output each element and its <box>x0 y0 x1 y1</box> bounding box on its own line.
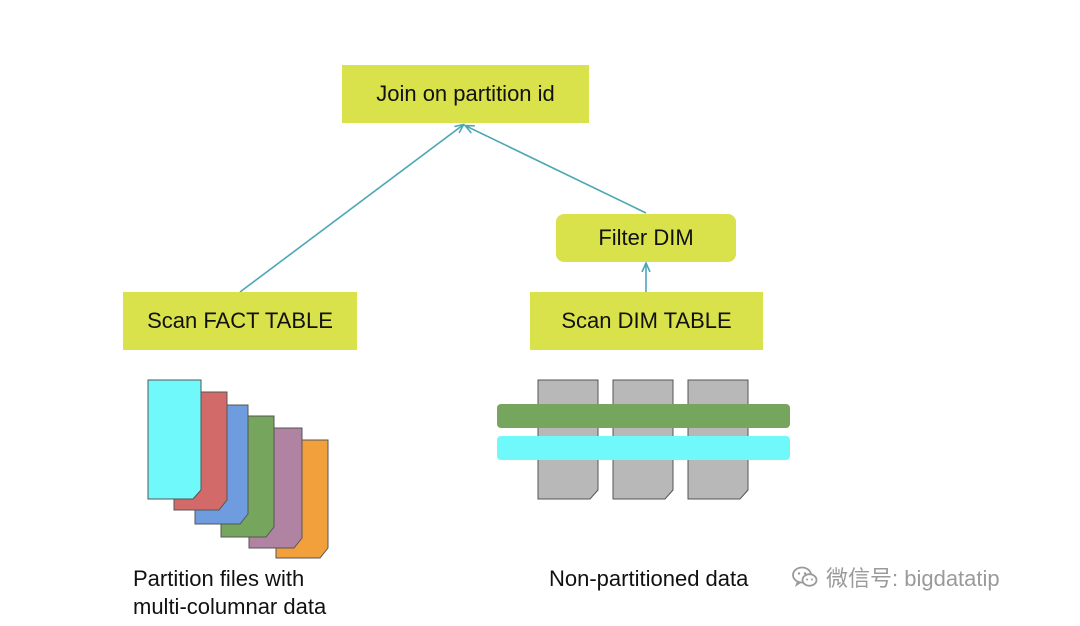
join-node: Join on partition id <box>342 65 589 123</box>
wechat-icon <box>792 566 818 588</box>
join-node-label: Join on partition id <box>376 81 555 106</box>
filter-dim-node-label: Filter DIM <box>598 225 694 250</box>
scan-dim-node-label: Scan DIM TABLE <box>561 308 732 333</box>
fact-caption: Partition files with multi-columnar data <box>133 565 326 621</box>
partition-file-cyan <box>147 379 202 500</box>
partition-files-stack <box>147 379 329 559</box>
scan-dim-node: Scan DIM TABLE <box>530 292 763 350</box>
arrow-fact-to-join <box>239 125 463 293</box>
fact-caption-line2: multi-columnar data <box>133 594 327 619</box>
dim-caption: Non-partitioned data <box>549 566 749 591</box>
dim-row-band-green <box>497 404 790 428</box>
scan-fact-node: Scan FACT TABLE <box>123 292 357 350</box>
watermark-text: 微信号: bigdatatip <box>826 566 1000 591</box>
dim-row-band-cyan <box>497 436 790 460</box>
filter-dim-node: Filter DIM <box>556 214 736 262</box>
watermark: 微信号: bigdatatip <box>790 562 1000 592</box>
fact-caption-line1: Partition files with <box>133 566 305 591</box>
arrow-filter-to-join <box>466 126 647 214</box>
scan-fact-node-label: Scan FACT TABLE <box>147 308 333 333</box>
